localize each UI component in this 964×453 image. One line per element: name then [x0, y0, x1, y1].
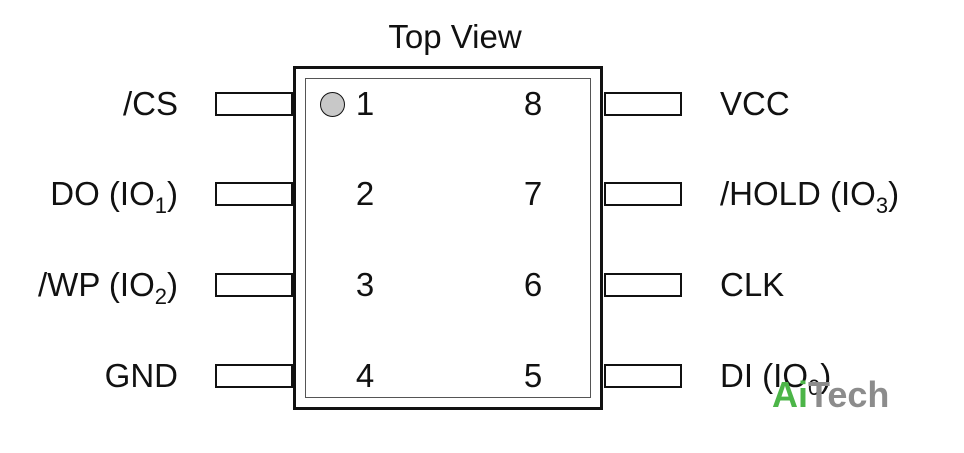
pin-number-2: 2	[355, 175, 375, 212]
pin-label-2: DO (IO1)	[50, 175, 178, 218]
pin-number-3: 3	[355, 266, 375, 303]
pin-lead-6	[604, 273, 682, 297]
chip-package-outline	[293, 66, 603, 410]
watermark-logo: AiTech	[772, 374, 890, 415]
pin-lead-1	[215, 92, 293, 116]
pin-number-5: 5	[523, 357, 543, 394]
pin-lead-5	[604, 364, 682, 388]
pin-number-7: 7	[523, 175, 543, 212]
pin-number-4: 4	[355, 357, 375, 394]
pin1-marker-dot	[320, 92, 345, 117]
chip-package-inner-outline	[305, 78, 591, 398]
pin-number-8: 8	[523, 85, 543, 122]
pin-label-7: /HOLD (IO3)	[720, 175, 900, 218]
pin-label-4: GND	[104, 357, 178, 394]
pin-label-3: /WP (IO2)	[38, 266, 178, 309]
pin-lead-3	[215, 273, 293, 297]
diagram-title: Top View	[388, 18, 522, 55]
pin-lead-8	[604, 92, 682, 116]
pin-lead-4	[215, 364, 293, 388]
pin-label-1: /CS	[122, 85, 178, 122]
pin-lead-7	[604, 182, 682, 206]
pin-label-5: DI (IO0)	[720, 357, 832, 400]
pin-lead-2	[215, 182, 293, 206]
pin-number-6: 6	[523, 266, 543, 303]
pin-label-8: VCC	[720, 85, 790, 122]
pin-label-6: CLK	[720, 266, 785, 303]
pin-number-1: 1	[355, 85, 375, 122]
